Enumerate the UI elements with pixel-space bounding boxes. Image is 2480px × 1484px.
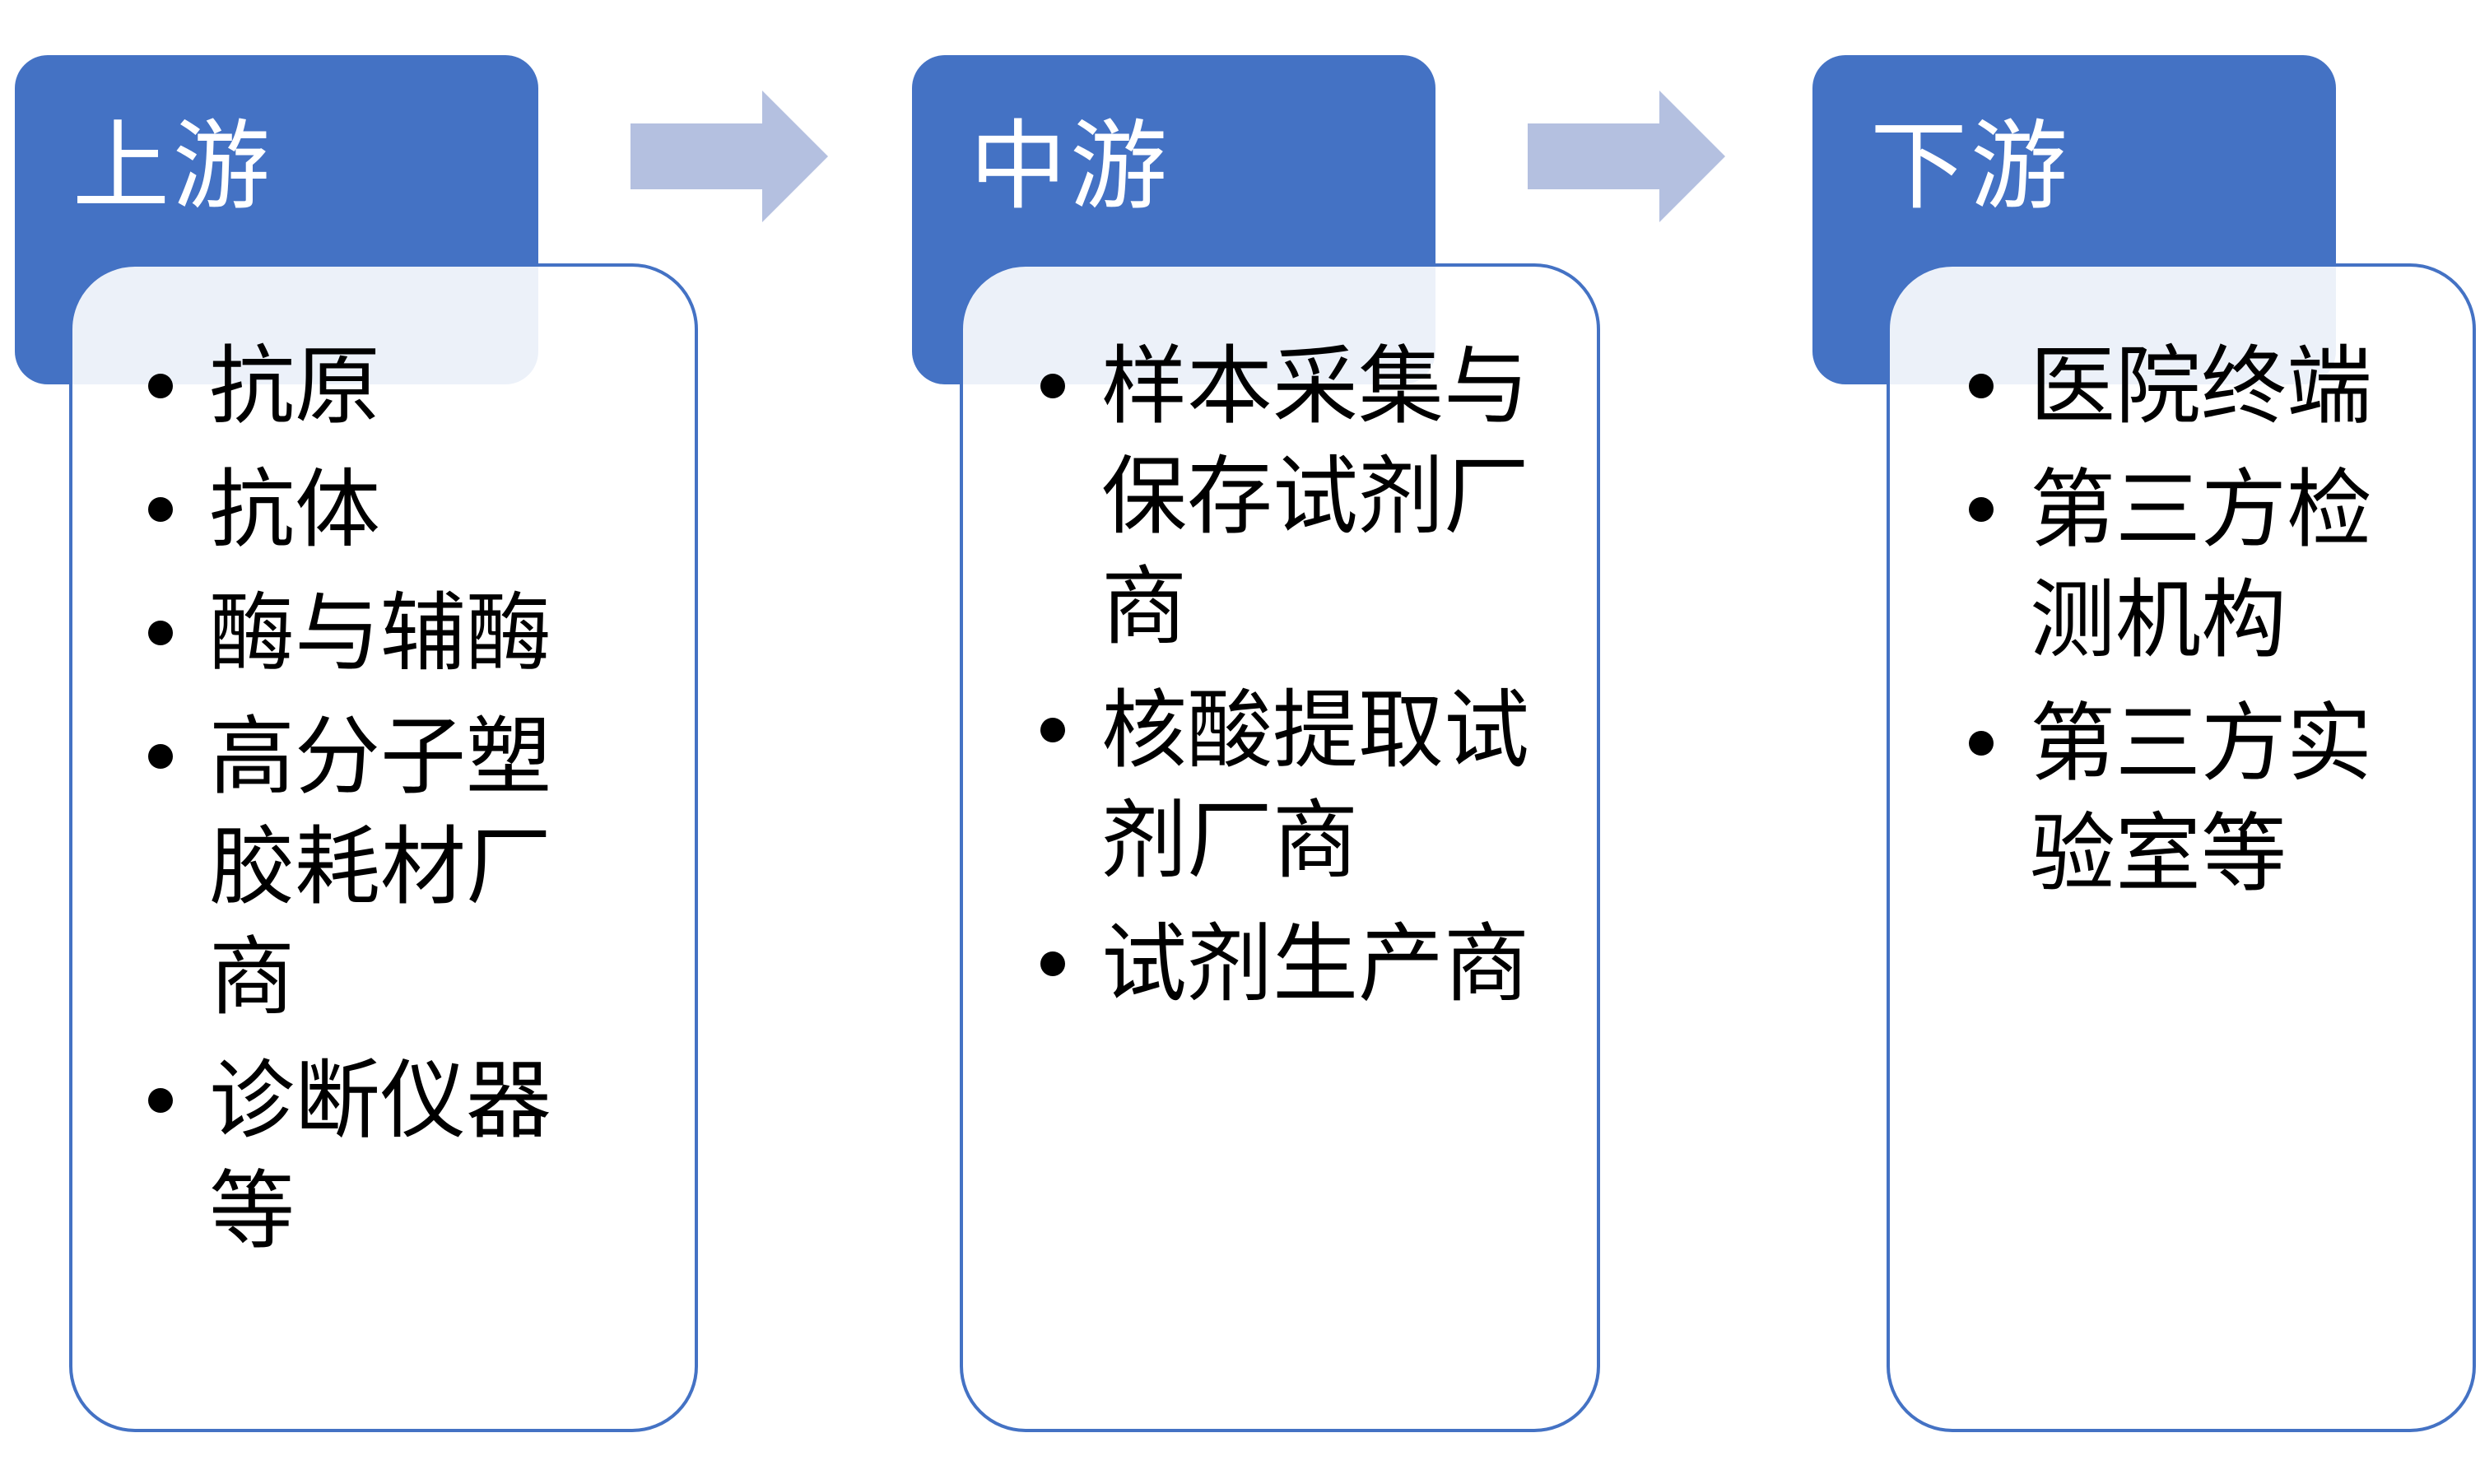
list-item: 试剂生产商 <box>963 909 1546 1019</box>
midstream-box: 样本采集与保存试剂厂商 核酸提取试剂厂商 试剂生产商 <box>960 263 1600 1432</box>
list-item: 样本采集与保存试剂厂商 <box>963 331 1546 662</box>
upstream-list: 抗原 抗体 酶与辅酶 高分子塑胶耗材厂商 诊断仪器等 <box>72 331 695 1279</box>
bullet-icon <box>148 621 173 645</box>
list-item: 第三方实验室等 <box>1890 688 2392 909</box>
list-item: 诊断仪器等 <box>72 1045 571 1266</box>
bullet-icon <box>1969 731 1994 756</box>
bullet-icon <box>1040 718 1065 742</box>
bullet-icon <box>1969 497 1994 522</box>
list-item: 高分子塑胶耗材厂商 <box>72 701 571 1032</box>
bullet-icon <box>148 744 173 769</box>
list-item: 第三方检测机构 <box>1890 454 2392 675</box>
upstream-title: 上游 <box>72 109 274 223</box>
list-item: 抗体 <box>72 454 637 565</box>
list-item: 酶与辅酶 <box>72 578 637 688</box>
upstream-box: 抗原 抗体 酶与辅酶 高分子塑胶耗材厂商 诊断仪器等 <box>69 263 698 1432</box>
downstream-list: 医院终端 第三方检测机构 第三方实验室等 <box>1890 331 2473 922</box>
list-item: 核酸提取试剂厂商 <box>963 675 1546 896</box>
bullet-icon <box>1040 374 1065 398</box>
list-item: 抗原 <box>72 331 637 441</box>
downstream-title: 下游 <box>1870 109 2072 223</box>
right-arrow-icon <box>1528 91 1725 222</box>
midstream-list: 样本采集与保存试剂厂商 核酸提取试剂厂商 试剂生产商 <box>963 331 1597 1032</box>
bullet-icon <box>1040 951 1065 976</box>
bullet-icon <box>148 374 173 398</box>
list-item: 医院终端 <box>1890 331 2392 441</box>
midstream-title: 中游 <box>970 109 1171 223</box>
bullet-icon <box>148 497 173 522</box>
bullet-icon <box>148 1088 173 1113</box>
bullet-icon <box>1969 374 1994 398</box>
downstream-box: 医院终端 第三方检测机构 第三方实验室等 <box>1887 263 2476 1432</box>
right-arrow-icon <box>630 91 828 222</box>
